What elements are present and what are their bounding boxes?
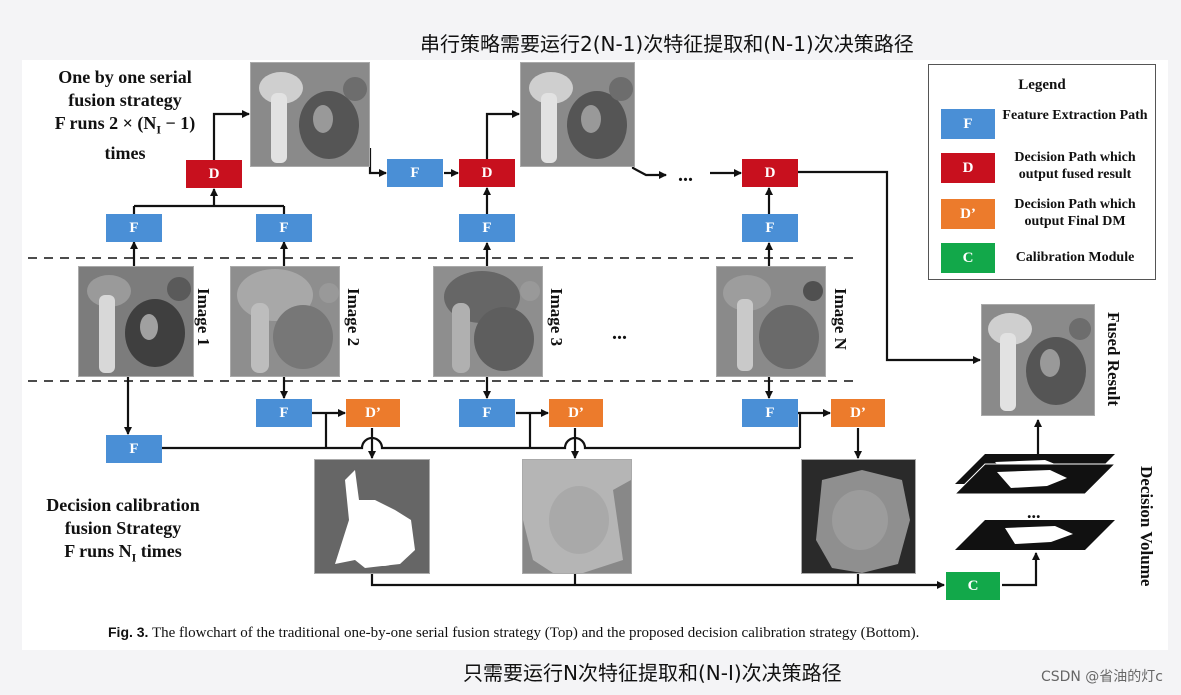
- calibration-strategy-label: Decision calibration fusion Strategy F r…: [28, 494, 218, 570]
- decision-box-n: D: [742, 159, 798, 187]
- feature-box-bottom-1: F: [106, 435, 162, 463]
- source-image-2: [230, 266, 340, 377]
- calibration-strategy-line-3: F runs NI times: [28, 540, 218, 570]
- intermediate-fused-image-1: [250, 62, 370, 167]
- source-image-n: [716, 266, 826, 377]
- legend-decision-map-text: Decision Path which output Final DM: [1014, 197, 1136, 229]
- legend-feature-swatch: F: [941, 109, 995, 139]
- image-2-label: Image 2: [344, 288, 363, 347]
- feature-box-top-2: F: [256, 214, 312, 242]
- legend-calibration-text: Calibration Module: [1015, 250, 1135, 265]
- caption-text: The flowchart of the traditional one-by-…: [151, 625, 920, 641]
- serial-strategy-line-4: times: [104, 142, 146, 163]
- figure-caption: Fig. 3. The flowchart of the traditional…: [108, 624, 919, 642]
- decision-map-box-2: D’: [346, 399, 400, 427]
- source-image-1: [78, 266, 194, 377]
- feature-box-top-3: F: [459, 214, 515, 242]
- decision-map-image-3: [522, 459, 632, 574]
- decision-map-image-n: [801, 459, 916, 574]
- feature-box-top-n: F: [742, 214, 798, 242]
- serial-runs-tail: − 1): [161, 113, 196, 133]
- bottom-annotation-title: 只需要运行N次特征提取和(N-I)次决策路径: [463, 661, 842, 685]
- source-image-3: [433, 266, 543, 377]
- legend-title: Legend: [1018, 77, 1066, 93]
- top-ellipsis: ...: [678, 164, 693, 186]
- legend-calibration-swatch: C: [941, 243, 995, 273]
- csdn-watermark: CSDN @省油的灯c: [1040, 669, 1163, 685]
- legend-decision-swatch: D: [941, 153, 995, 183]
- serial-runs-subscript: I: [156, 122, 161, 137]
- decision-box-2: D: [459, 159, 515, 187]
- volume-ellipsis: ...: [1027, 502, 1041, 522]
- decision-volume-stack: ...: [955, 454, 1117, 550]
- middle-ellipsis: ...: [612, 322, 627, 344]
- caption-label: Fig. 3.: [108, 624, 149, 640]
- decision-map-box-3: D’: [549, 399, 603, 427]
- feature-box-bottom-3: F: [459, 399, 515, 427]
- calibration-runs-tail: times: [136, 541, 182, 561]
- calibration-runs-text: F runs N: [64, 541, 132, 561]
- serial-strategy-line-3: F runs 2 × (NI − 1): [30, 112, 220, 142]
- fused-result-label: Fused Result: [1104, 312, 1123, 406]
- image-n-label: Image N: [831, 288, 850, 350]
- serial-runs-text: F runs 2 × (N: [54, 113, 157, 133]
- feature-box-top-fused-1: F: [387, 159, 443, 187]
- feature-box-bottom-2: F: [256, 399, 312, 427]
- fused-result-image: [981, 304, 1095, 416]
- legend: Legend F Feature Extraction Path D Decis…: [928, 64, 1156, 280]
- intermediate-fused-image-2: [520, 62, 635, 167]
- image-3-label: Image 3: [547, 288, 566, 347]
- top-annotation-title: 串行策略需要运行2(N-1)次特征提取和(N-1)次决策路径: [420, 32, 914, 56]
- legend-decision-map-swatch: D’: [941, 199, 995, 229]
- decision-volume-label: Decision Volume: [1137, 466, 1156, 587]
- image-1-label: Image 1: [194, 288, 213, 347]
- decision-box-1: D: [186, 160, 242, 188]
- feature-box-bottom-n: F: [742, 399, 798, 427]
- serial-strategy-line-2: fusion strategy: [68, 90, 182, 110]
- feature-box-top-1: F: [106, 214, 162, 242]
- serial-strategy-line-1: One by one serial: [58, 67, 192, 87]
- decision-map-box-n: D’: [831, 399, 885, 427]
- decision-map-image-2: [314, 459, 430, 574]
- calibration-box: C: [946, 572, 1000, 600]
- calibration-runs-subscript: I: [131, 550, 137, 565]
- calibration-strategy-line-1: Decision calibration: [46, 495, 200, 515]
- legend-feature-text: Feature Extraction Path: [1002, 108, 1148, 123]
- calibration-strategy-line-2: fusion Strategy: [64, 518, 182, 538]
- serial-strategy-label: One by one serial fusion strategy F runs…: [30, 66, 220, 165]
- legend-decision-text: Decision Path which output fused result: [1014, 150, 1136, 182]
